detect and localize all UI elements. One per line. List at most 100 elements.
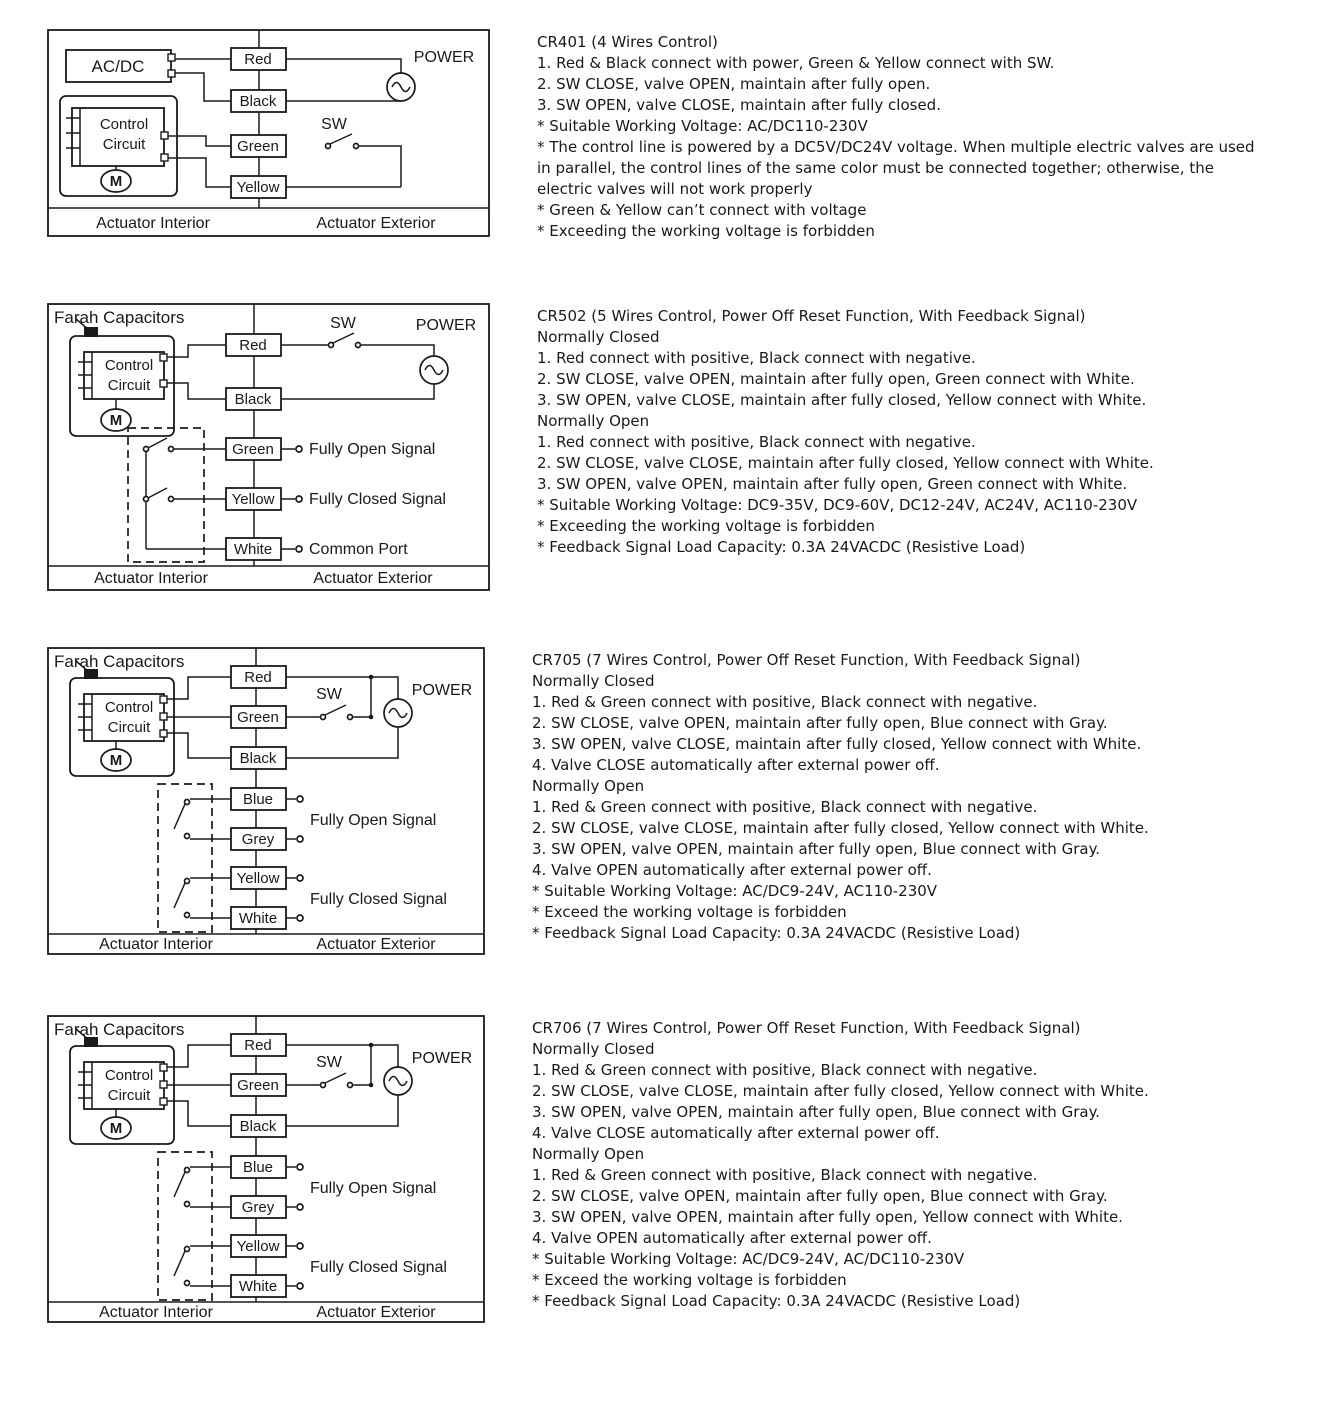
actuator-assembly: Control Circuit M — [69, 660, 231, 777]
wire-box-red: Red — [230, 47, 287, 71]
actuator-exterior-label: Actuator Exterior — [316, 936, 436, 953]
capacitor-icon — [84, 327, 98, 337]
wire-label: Red — [244, 51, 272, 68]
actuator-exterior-label: Actuator Exterior — [316, 1304, 436, 1321]
text-line: * Green & Yellow can’t connect with volt… — [537, 201, 867, 219]
wire-label: Yellow — [232, 491, 275, 508]
text-line: 4. Valve OPEN automatically after extern… — [532, 1229, 932, 1247]
text-line: 1. Red & Green connect with positive, Bl… — [532, 1166, 1038, 1184]
text-line: 3. SW OPEN, valve CLOSE, maintain after … — [537, 96, 941, 114]
wire-label: Red — [244, 669, 272, 686]
terminal — [159, 729, 168, 738]
text-line: 3. SW OPEN, valve OPEN, maintain after f… — [532, 840, 1101, 858]
wire-box-yellow: Yellow — [225, 487, 282, 511]
terminal — [159, 1063, 168, 1072]
switch-symbol — [324, 133, 360, 150]
control-label-line2: Circuit — [108, 719, 151, 736]
wire-box-red: Red — [230, 665, 287, 689]
text-line: 3. SW OPEN, valve CLOSE, maintain after … — [537, 391, 1147, 409]
fully-closed-signal-label: Fully Closed Signal — [309, 491, 446, 508]
feedback-switch-area — [157, 1151, 213, 1301]
motor-label: M — [110, 412, 123, 429]
diagram-frame — [47, 303, 490, 591]
sine-wave-icon — [388, 1075, 408, 1087]
text-line: 3. SW OPEN, valve OPEN, maintain after f… — [532, 1103, 1101, 1121]
red-wire-run — [286, 676, 399, 699]
wire-box-white: White — [230, 906, 287, 930]
terminal — [159, 695, 168, 704]
wire-box-black: Black — [230, 746, 287, 770]
sw-label: SW — [330, 315, 357, 332]
capacitor-icon — [84, 1037, 98, 1047]
sine-wave-icon — [424, 364, 444, 376]
signal-terminals — [286, 795, 304, 922]
text-line: Normally Open — [537, 412, 650, 430]
text-line: * Exceeding the working voltage is forbi… — [537, 517, 875, 535]
wire-box-red: Red — [230, 1033, 287, 1057]
sine-wave-icon — [391, 81, 411, 93]
wire-box-white: White — [225, 537, 282, 561]
control-label-line2: Circuit — [108, 377, 151, 394]
wire-label: Grey — [242, 831, 275, 848]
wire-box-blue: Blue — [230, 1155, 287, 1179]
text-line: * Suitable Working Voltage: DC9-35V, DC9… — [537, 496, 1138, 514]
switch-symbol — [319, 704, 354, 721]
wire-box-black: Black — [230, 89, 287, 113]
common-port-label: Common Port — [309, 541, 408, 558]
red-wire-run — [286, 58, 402, 73]
motor-symbol — [100, 748, 132, 772]
wire-label: Blue — [243, 791, 273, 808]
green-wire-run — [359, 145, 402, 187]
wire-box-grey: Grey — [230, 1195, 287, 1219]
black-wire-run — [281, 384, 435, 400]
text-line: 4. Valve CLOSE automatically after exter… — [532, 1124, 940, 1142]
fully-open-switch-symbol — [173, 1166, 191, 1208]
control-circuit-box — [71, 107, 165, 167]
control-label-line2: Circuit — [103, 136, 146, 153]
wire-label: Black — [240, 93, 277, 110]
cr401-instructions: CR401 (4 Wires Control) 1. Red & Black c… — [537, 28, 1257, 242]
wire-box-green: Green — [230, 134, 287, 158]
motor-label: M — [110, 752, 123, 769]
text-line: 1. Red & Green connect with positive, Bl… — [532, 1061, 1038, 1079]
capacitor-icon — [84, 669, 98, 679]
text-line: 2. SW CLOSE, valve CLOSE, maintain after… — [532, 819, 1149, 837]
text-line: 2. SW CLOSE, valve OPEN, maintain after … — [537, 75, 931, 93]
terminal — [159, 1080, 168, 1089]
text-line: * Feedback Signal Load Capacity: 0.3A 24… — [532, 1292, 1021, 1310]
motor-symbol — [100, 408, 132, 432]
text-line: 2. SW CLOSE, valve CLOSE, maintain after… — [537, 454, 1154, 472]
instruction-lines: 1. Red & Black connect with power, Green… — [537, 53, 1257, 242]
fully-closed-switch-symbol — [173, 1245, 191, 1287]
text-line: 2. SW CLOSE, valve OPEN, maintain after … — [537, 370, 1135, 388]
wire-label: Green — [232, 441, 274, 458]
sw-label: SW — [321, 116, 348, 133]
farah-capacitors-label: Farah Capacitors — [54, 308, 184, 327]
wire-label: Yellow — [237, 179, 280, 196]
cr401-wiring-diagram: AC/DC Control Circuit — [47, 29, 490, 237]
diagram-frame — [47, 647, 485, 955]
terminal — [159, 379, 168, 388]
section-title: CR705 (7 Wires Control, Power Off Reset … — [532, 651, 1081, 669]
power-label: POWER — [414, 49, 474, 66]
wire-label: Red — [239, 337, 267, 354]
text-line: 3. SW OPEN, valve CLOSE, maintain after … — [532, 735, 1142, 753]
feedback-switch-area — [127, 427, 205, 563]
actuator-interior-label: Actuator Interior — [99, 1304, 214, 1321]
wire-label: Grey — [242, 1199, 275, 1216]
black-wire-run — [286, 1095, 399, 1127]
wire-box-green: Green — [230, 1073, 287, 1097]
cr502-instructions: CR502 (5 Wires Control, Power Off Reset … — [537, 302, 1257, 558]
text-line: * Exceed the working voltage is forbidde… — [532, 1271, 847, 1289]
section-title: CR401 (4 Wires Control) — [537, 33, 718, 51]
text-line: 1. Red & Green connect with positive, Bl… — [532, 798, 1038, 816]
wire-box-black: Black — [230, 1114, 287, 1138]
text-line: 2. SW CLOSE, valve CLOSE, maintain after… — [532, 1082, 1149, 1100]
signal-terminals — [281, 445, 303, 553]
fully-open-switch-symbol — [173, 798, 191, 840]
wire-box-yellow: Yellow — [230, 1234, 287, 1258]
fully-closed-switch-symbol — [173, 877, 191, 919]
terminal — [159, 353, 168, 362]
control-label-line1: Control — [105, 357, 153, 374]
